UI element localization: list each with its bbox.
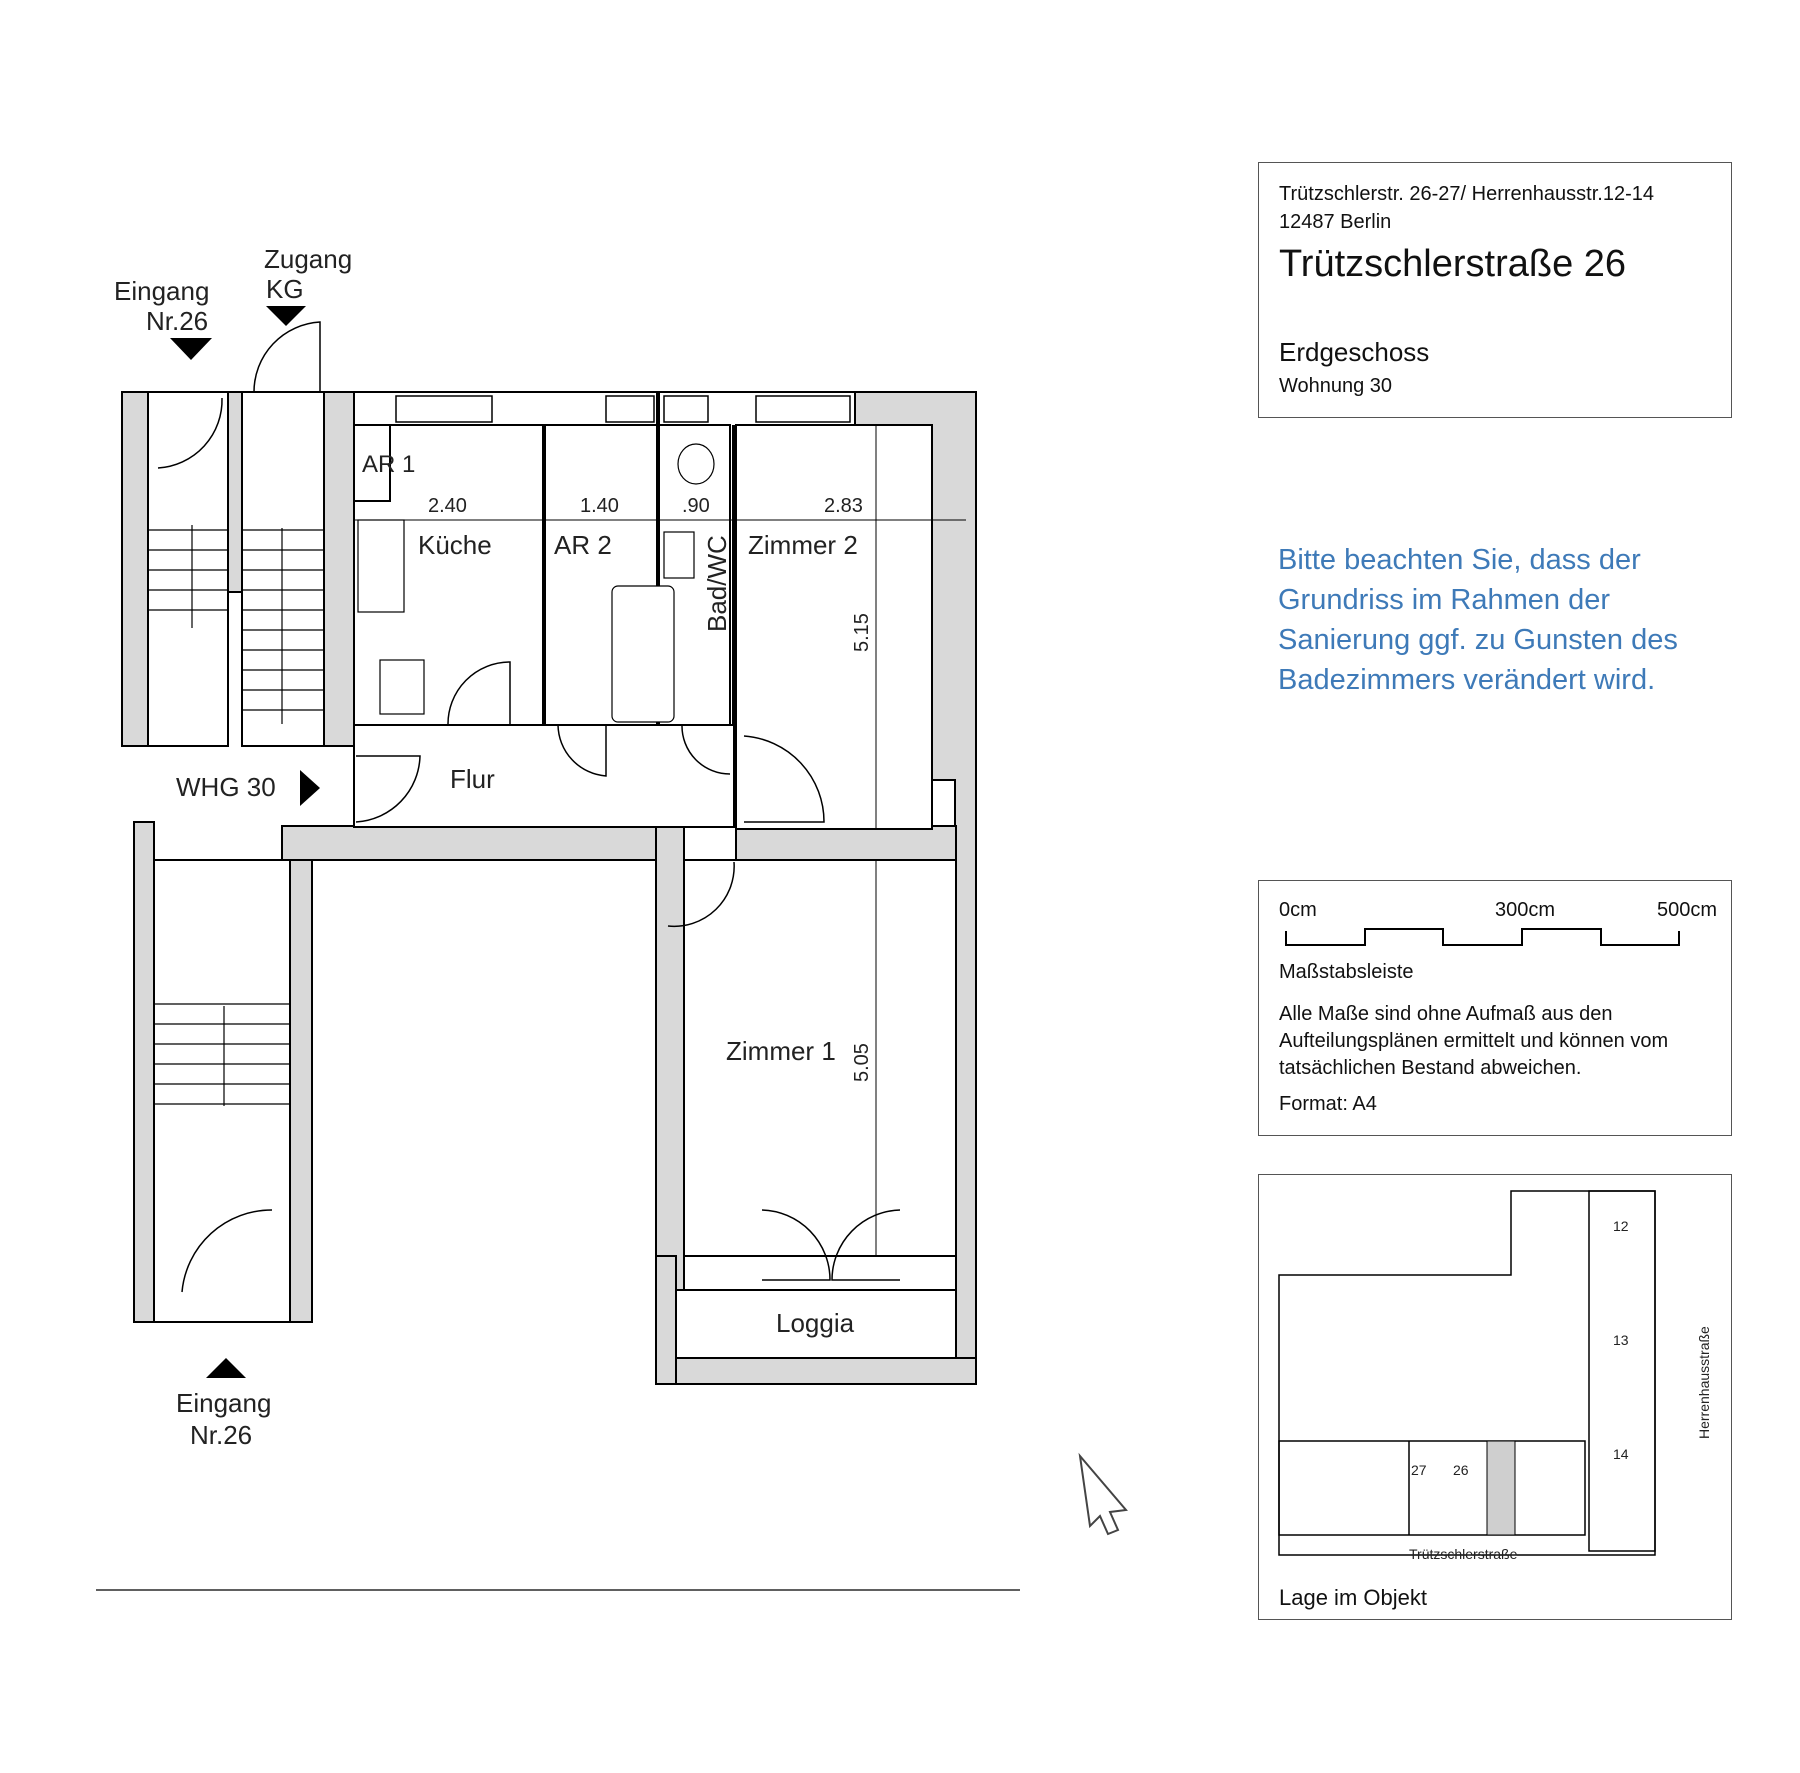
site-number-13: 13 xyxy=(1613,1332,1629,1348)
wall-stair-right-lower xyxy=(289,847,313,1323)
room-stair-lower xyxy=(153,859,291,1323)
arrow-entrance-bottom xyxy=(206,1358,246,1378)
floor-name: Erdgeschoss xyxy=(1279,337,1430,367)
room-loggia xyxy=(675,1289,957,1359)
site-number-26: 26 xyxy=(1453,1462,1469,1478)
north-arrow-icon xyxy=(1078,1452,1128,1536)
label-unit: WHG 30 xyxy=(176,772,276,802)
dim-room2-depth: 5.15 xyxy=(851,613,873,652)
label-hall: Flur xyxy=(450,764,495,794)
scale-bar xyxy=(1285,928,1680,946)
address-line-1: Trützschlerstr. 26-27/ Herrenhausstr.12-… xyxy=(1279,183,1654,205)
kitchen-stove xyxy=(379,659,425,715)
renovation-notice: Bitte beachten Sie, dass der Grundriss i… xyxy=(1278,544,1678,696)
format-label: Format: A4 xyxy=(1279,1093,1377,1115)
site-street-right: Herrenhausstraße xyxy=(1696,1326,1712,1439)
toilet xyxy=(677,443,715,485)
arrow-unit xyxy=(300,770,320,806)
label-entrance-top-1: Eingang xyxy=(114,276,209,306)
window-ar2 xyxy=(605,395,655,423)
label-kitchen: Küche xyxy=(418,530,492,560)
door-loggia-left xyxy=(761,1209,831,1281)
scale-tick-500: 500cm xyxy=(1657,899,1718,921)
wash-basin xyxy=(663,531,695,579)
site-caption: Lage im Objekt xyxy=(1279,1585,1427,1610)
label-entrance-bottom-1: Eingang xyxy=(176,1388,271,1418)
door-loggia-right xyxy=(831,1209,901,1281)
site-number-14: 14 xyxy=(1613,1446,1629,1462)
unit-name: Wohnung 30 xyxy=(1279,375,1393,397)
door-kitchen xyxy=(447,661,511,726)
wall-loggia-bottom xyxy=(655,1357,977,1385)
site-street-bottom: Trützschlerstraße xyxy=(1409,1546,1518,1562)
label-bath: Bad/WC xyxy=(702,535,732,632)
door-zimmer1 xyxy=(667,861,735,928)
kitchen-counter xyxy=(357,519,405,613)
room-zimmer2 xyxy=(735,424,933,830)
scale-tick-0: 0cm xyxy=(1279,899,1317,921)
room-ar1 xyxy=(353,424,391,502)
door-entrance-bottom xyxy=(181,1209,273,1293)
dim-room2: 2.83 xyxy=(824,495,863,517)
scale-label: Maßstabsleiste xyxy=(1279,961,1414,983)
label-ar2: AR 2 xyxy=(554,530,612,560)
site-number-27: 27 xyxy=(1411,1462,1427,1478)
wall-south-hall xyxy=(281,825,667,861)
stair-treads-lower xyxy=(154,1003,290,1105)
room-zimmer1 xyxy=(683,859,957,1257)
site-number-12: 12 xyxy=(1613,1218,1629,1234)
door-access-kg xyxy=(253,321,321,393)
stair-treads-upper-right xyxy=(242,529,324,711)
door-hall xyxy=(355,755,421,823)
stair-treads-upper-left xyxy=(148,529,228,611)
wall-stair-left-lower xyxy=(133,821,155,1323)
scale-block: 0cm 300cm 500cm Maßstabsleiste Alle Maße… xyxy=(1258,880,1732,1136)
title-block: Trützschlerstr. 26-27/ Herrenhausstr.12-… xyxy=(1258,162,1732,418)
site-plan: 27 26 12 13 14 Trützschlerstraße Herrenh… xyxy=(1278,1190,1712,1562)
room-hall xyxy=(353,724,735,828)
label-loggia: Loggia xyxy=(776,1308,855,1338)
window-bath xyxy=(663,395,709,423)
bathtub xyxy=(611,585,675,723)
window-kitchen xyxy=(395,395,493,423)
dim-room1-depth: 5.05 xyxy=(851,1043,873,1082)
label-ar1: AR 1 xyxy=(362,451,415,478)
scale-note: Alle Maße sind ohne Aufmaß aus den Aufte… xyxy=(1279,1003,1669,1079)
arrow-access-kg xyxy=(266,306,306,326)
wall-stair-mid xyxy=(227,391,243,593)
building-name: Trützschlerstraße 26 xyxy=(1279,243,1627,285)
arrow-entrance-top xyxy=(170,338,212,360)
dim-bath: .90 xyxy=(682,495,710,517)
room-stair-upper xyxy=(147,391,229,747)
label-entrance-top-2: Nr.26 xyxy=(146,306,208,336)
address-line-2: 12487 Berlin xyxy=(1279,211,1392,233)
dim-kitchen: 2.40 xyxy=(428,495,467,517)
label-access-1: Zugang xyxy=(264,244,352,274)
label-access-2: KG xyxy=(266,274,304,304)
room-stair-upper-right xyxy=(241,391,325,747)
scale-tick-300: 300cm xyxy=(1495,899,1556,921)
wall-stair-left xyxy=(121,391,149,747)
label-room1: Zimmer 1 xyxy=(726,1036,836,1066)
wall-loggia-left xyxy=(655,1255,677,1385)
wall-west xyxy=(323,391,355,747)
site-plan-block: 27 26 12 13 14 Trützschlerstraße Herrenh… xyxy=(1258,1174,1732,1620)
wall-room2-south xyxy=(735,825,957,861)
door-entrance-top xyxy=(157,397,223,469)
door-bath xyxy=(681,724,731,775)
door-zimmer2 xyxy=(743,735,825,823)
door-ar2 xyxy=(557,724,607,777)
window-zimmer2 xyxy=(755,395,851,423)
label-room2: Zimmer 2 xyxy=(748,530,858,560)
label-entrance-bottom-2: Nr.26 xyxy=(190,1420,252,1450)
dim-ar2: 1.40 xyxy=(580,495,619,517)
